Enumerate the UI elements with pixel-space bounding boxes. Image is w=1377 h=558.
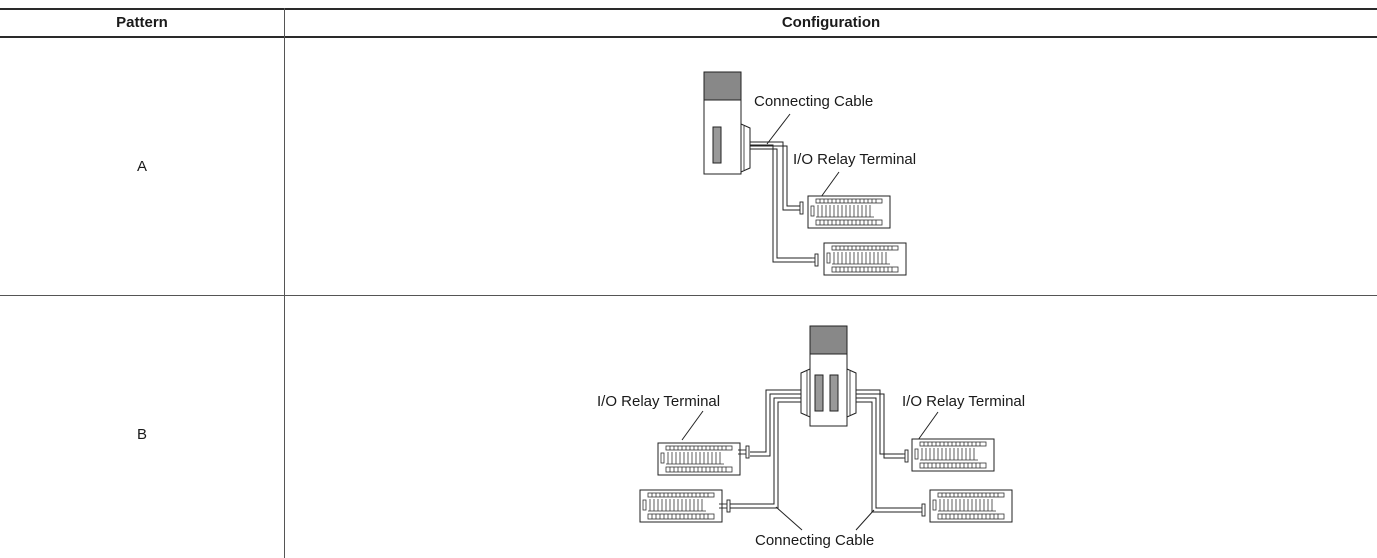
pattern-a-label: A — [136, 158, 147, 175]
relay-terminal-b-right-1 — [911, 438, 995, 472]
header-pattern: Pattern — [116, 14, 168, 31]
relay-terminal-b-left-1-shape — [657, 442, 741, 476]
plug-a1 — [791, 201, 804, 215]
column-divider — [284, 8, 285, 558]
row-divider — [0, 295, 1377, 296]
plug-b-right-1 — [896, 449, 909, 463]
header-configuration: Configuration — [781, 14, 881, 31]
leader-cable-b-left — [775, 506, 803, 531]
table-header: Pattern Configuration — [0, 8, 1377, 38]
relay-terminal-a2 — [823, 242, 907, 276]
relay-terminal-b-left-2 — [639, 489, 723, 523]
plc-unit-a — [703, 71, 751, 175]
cable-leader-line — [766, 113, 791, 145]
connecting-cable-b-left — [730, 389, 801, 509]
label-relay-terminal-b-right: I/O Relay Terminal — [902, 393, 1025, 410]
pattern-b-label: B — [136, 426, 147, 443]
plc-unit-b — [800, 325, 857, 427]
relay-terminal-b-right-2 — [929, 489, 1013, 523]
connecting-cable-b-right — [856, 389, 920, 513]
terminal-leader-line — [820, 171, 840, 198]
leader-b-right — [917, 411, 939, 441]
relay-terminal-a1 — [807, 195, 891, 229]
leader-b-left — [681, 410, 704, 441]
label-connecting-cable-a: Connecting Cable — [754, 93, 873, 110]
label-relay-terminal-a: I/O Relay Terminal — [793, 151, 916, 168]
leader-cable-b-right — [855, 509, 875, 531]
label-connecting-cable-b: Connecting Cable — [755, 532, 874, 549]
label-relay-terminal-b-left: I/O Relay Terminal — [597, 393, 720, 410]
plug-a2 — [806, 253, 819, 267]
plug-b-right-2 — [913, 503, 926, 517]
